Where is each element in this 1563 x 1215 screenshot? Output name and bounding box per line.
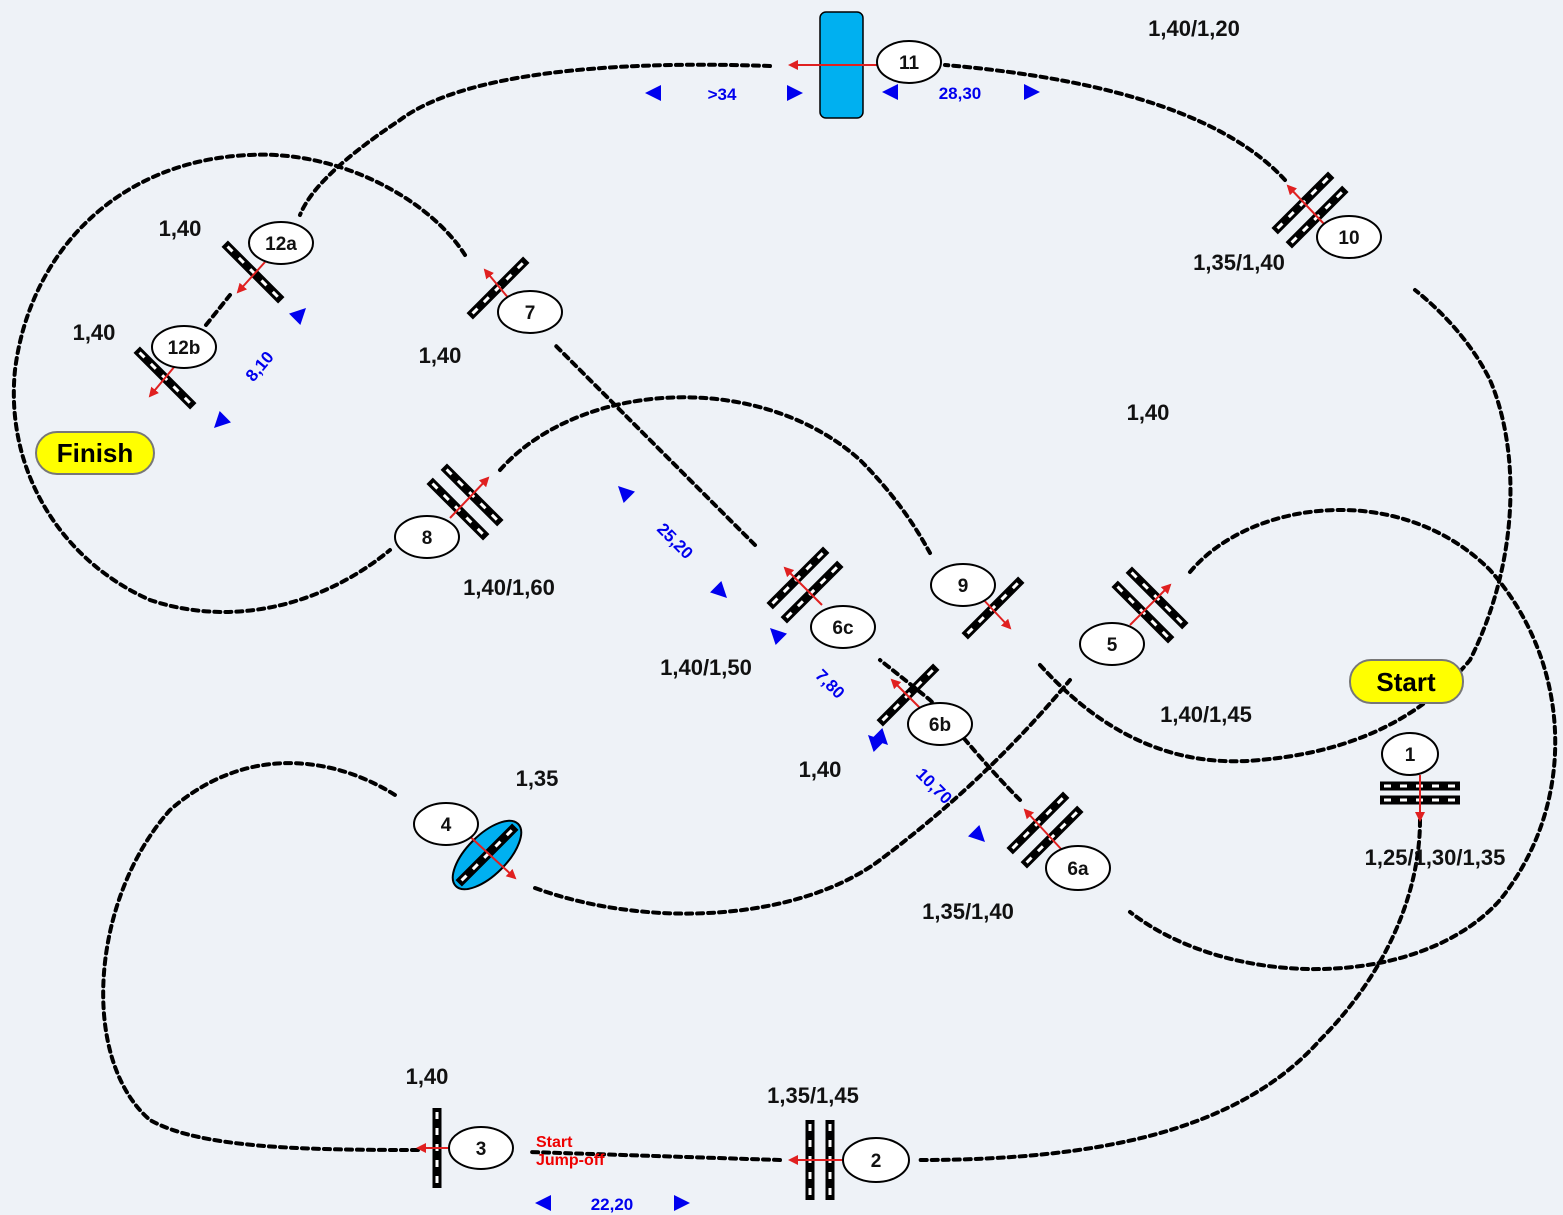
- obstacle-7-height: 1,40: [419, 343, 462, 368]
- obstacle-5-arrow: [1129, 583, 1172, 626]
- obstacle-6b-height: 1,40: [799, 757, 842, 782]
- obstacle-2-marker[interactable]: 2: [842, 1137, 910, 1183]
- obstacle-7-arrow: [483, 268, 511, 301]
- obstacle-11-marker[interactable]: 11: [876, 40, 942, 84]
- distance-start-marker: [764, 622, 787, 645]
- finish-badge[interactable]: Finish: [35, 431, 155, 475]
- obstacle-6b-arrow: [890, 678, 923, 711]
- distance-2-3: 22,20: [535, 1195, 690, 1214]
- obstacle-10-number: 10: [1338, 228, 1359, 249]
- distance-start-marker: [612, 480, 635, 503]
- jumpoff-start-label: Start Jump-off: [536, 1134, 605, 1169]
- obstacle-5-height: 1,40/1,45: [1160, 702, 1252, 727]
- obstacle-11-number: 11: [899, 53, 920, 74]
- obstacle-9-height: 1,40: [1127, 400, 1170, 425]
- finish-label: Finish: [57, 438, 134, 468]
- obstacle-4-height: 1,35: [516, 766, 559, 791]
- distance-12-value: 8,10: [242, 348, 278, 386]
- obstacle-12b-marker[interactable]: 12b: [151, 325, 217, 369]
- distance-end-marker: [787, 85, 803, 101]
- distance-2-3-value: 22,20: [591, 1195, 634, 1214]
- obstacle-12a-height: 1,40: [159, 216, 202, 241]
- obstacle-9-marker[interactable]: 9: [930, 563, 996, 607]
- obstacle-12b-arrow: [148, 365, 176, 398]
- obstacle-5-marker[interactable]: 5: [1079, 622, 1145, 666]
- jumpoff-line-1: Start: [536, 1134, 573, 1151]
- distance-end-marker: [208, 411, 231, 434]
- distance-6a-6b-value: 10,70: [912, 764, 956, 808]
- obstacle-6a-height: 1,35/1,40: [922, 899, 1014, 924]
- jumpoff-line-2: Jump-off: [536, 1152, 605, 1169]
- distance-7-6c: 25,20: [612, 480, 733, 604]
- obstacle-9-number: 9: [958, 576, 969, 597]
- obstacle-4-arrow: [464, 831, 517, 880]
- obstacle-12a-number: 12a: [265, 234, 297, 255]
- distance-end-marker: [1024, 84, 1040, 100]
- distance-end-marker: [674, 1195, 690, 1211]
- obstacle-3-height: 1,40: [406, 1064, 449, 1089]
- obstacle-1-height: 1,25/1,30/1,35: [1365, 845, 1506, 870]
- obstacle-1-number: 1: [1405, 745, 1416, 766]
- obstacle-5-number: 5: [1107, 635, 1118, 656]
- obstacle-12a-arrow: [236, 261, 266, 294]
- obstacle-8-height: 1,40/1,60: [463, 575, 555, 600]
- obstacle-4-number: 4: [441, 815, 452, 836]
- obstacle-6c-number: 6c: [832, 618, 854, 639]
- obstacle-6a-arrow: [1023, 808, 1063, 851]
- distance-start-marker: [882, 84, 898, 100]
- distance-before-11: >34: [645, 85, 803, 104]
- distance-after-11: 28,30: [882, 84, 1040, 103]
- obstacle-6a-marker[interactable]: 6a: [1045, 845, 1111, 891]
- obstacle-6c-arrow: [783, 566, 823, 606]
- start-label: Start: [1376, 667, 1436, 697]
- obstacle-10-arrow: [1286, 184, 1326, 226]
- obstacle-8-arrow: [449, 476, 490, 519]
- obstacle-6b-number: 6b: [929, 715, 951, 736]
- obstacle-6a-number: 6a: [1067, 859, 1089, 880]
- obstacle-6c-marker[interactable]: 6c: [810, 605, 876, 649]
- obstacle-10-height: 1,35/1,40: [1193, 250, 1285, 275]
- distance-start-marker: [535, 1195, 551, 1211]
- obstacle-8-marker[interactable]: 8: [394, 515, 460, 559]
- obstacle-12b-height: 1,40: [73, 320, 116, 345]
- start-badge[interactable]: Start: [1349, 659, 1464, 704]
- obstacle-6b-marker[interactable]: 6b: [907, 702, 973, 746]
- obstacle-7-marker[interactable]: 7: [497, 290, 563, 334]
- obstacle-12b-number: 12b: [168, 338, 201, 359]
- obstacle-10-marker[interactable]: 10: [1316, 215, 1382, 259]
- distance-end-marker: [968, 825, 991, 848]
- distance-start-marker: [645, 85, 661, 101]
- distance-6b-6c-value: 7,80: [811, 666, 848, 703]
- distance-before-11-value: >34: [708, 85, 737, 104]
- distance-after-11-value: 28,30: [939, 84, 982, 103]
- obstacle-6c-height: 1,40/1,50: [660, 655, 752, 680]
- obstacle-4-marker[interactable]: 4: [413, 802, 479, 846]
- distance-end-marker: [710, 581, 733, 604]
- obstacle-7-number: 7: [525, 303, 536, 324]
- obstacle-1-marker[interactable]: 1: [1381, 732, 1439, 776]
- obstacle-2-height: 1,35/1,45: [767, 1083, 859, 1108]
- obstacle-3-marker[interactable]: 3: [448, 1126, 514, 1170]
- obstacle-3-number: 3: [476, 1139, 487, 1160]
- distance-7-6c-value: 25,20: [653, 519, 697, 563]
- distance-start-marker: [289, 302, 312, 325]
- distance-12: 8,10: [208, 302, 312, 434]
- obstacle-11-height: 1,40/1,20: [1148, 16, 1240, 41]
- obstacle-2-number: 2: [871, 1151, 882, 1172]
- obstacle-8-number: 8: [422, 528, 433, 549]
- obstacle-12a-marker[interactable]: 12a: [248, 221, 314, 265]
